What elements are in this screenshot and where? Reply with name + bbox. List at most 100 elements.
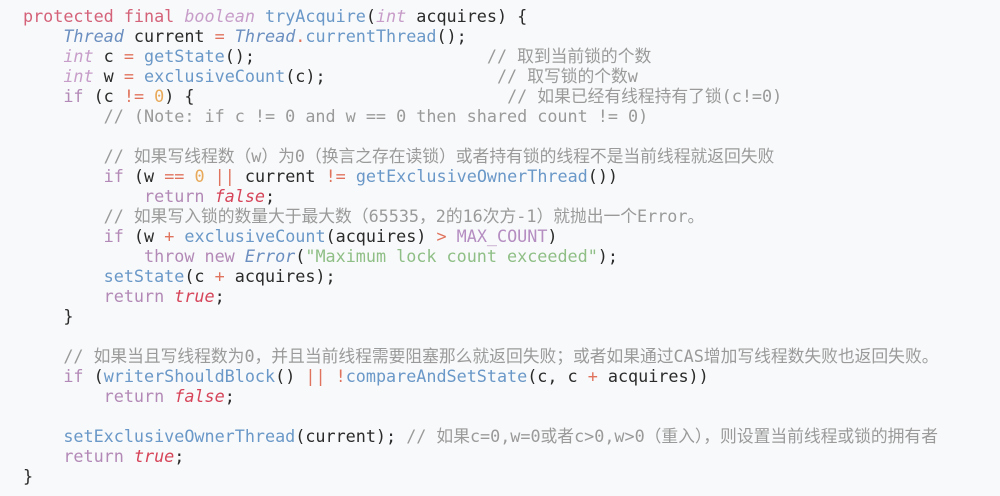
code-token-op: + bbox=[214, 266, 225, 286]
code-token-num: 0 bbox=[194, 166, 205, 186]
code-token-var: ()) bbox=[587, 166, 618, 186]
code-token-op: + bbox=[164, 226, 175, 246]
code-token-fn: tryAcquire bbox=[265, 6, 366, 26]
code-token-var bbox=[23, 386, 104, 406]
code-token-op: = bbox=[123, 46, 134, 66]
code-token-var bbox=[23, 226, 104, 246]
code-token-var: } bbox=[23, 466, 34, 486]
code-token-fn: getState bbox=[144, 46, 225, 66]
code-token-fn: setState bbox=[103, 266, 185, 286]
code-token-const: MAX_COUNT bbox=[456, 226, 548, 246]
code-token-fn: currentThread bbox=[305, 26, 437, 46]
code-line: setExclusiveOwnerThread(current); // 如果c… bbox=[23, 426, 938, 446]
code-token-bool: true bbox=[174, 286, 215, 306]
code-token-var bbox=[23, 426, 63, 446]
code-token-var: (w bbox=[123, 166, 165, 186]
code-token-cmt: // 取到当前锁的个数 bbox=[486, 46, 652, 66]
code-line: return true; bbox=[23, 286, 938, 306]
code-token-var: acquires)) bbox=[597, 366, 709, 386]
code-token-var: w bbox=[93, 66, 124, 86]
code-token-var: ) bbox=[547, 226, 558, 246]
code-line bbox=[23, 126, 938, 146]
code-token-str: "Maximum lock count exceeded" bbox=[305, 246, 598, 266]
code-line: if (c != 0) { // 如果已经有线程持有了锁(c!=0) bbox=[23, 86, 938, 106]
code-line: Thread current = Thread.currentThread(); bbox=[23, 26, 938, 46]
code-token-kw: protected final bbox=[23, 6, 185, 26]
code-token-var bbox=[23, 26, 63, 46]
code-token-var bbox=[235, 246, 245, 266]
code-token-var: (); bbox=[224, 46, 255, 66]
code-line: } bbox=[23, 306, 938, 326]
code-token-var bbox=[23, 206, 104, 226]
code-token-var bbox=[23, 46, 63, 66]
code-token-op: || bbox=[305, 366, 326, 386]
code-token-var: () bbox=[275, 366, 306, 386]
code-token-var: current bbox=[123, 26, 215, 46]
code-token-var bbox=[23, 106, 104, 126]
code-token-op: = bbox=[123, 66, 134, 86]
code-token-var: (c bbox=[184, 266, 215, 286]
code-token-bool: true bbox=[133, 446, 175, 466]
code-token-fn: exclusiveCount bbox=[144, 66, 286, 86]
code-line: // 如果当且写线程数为0，并且当前线程需要阻塞那么就返回失败；或者如果通过CA… bbox=[23, 346, 938, 366]
code-token-var: ) { bbox=[164, 86, 195, 106]
code-token-op: ! bbox=[335, 366, 346, 386]
code-token-var: ( bbox=[295, 246, 306, 266]
code-token-var: acquires) { bbox=[406, 6, 528, 26]
code-line: setState(c + acquires); bbox=[23, 266, 938, 286]
code-token-var: c bbox=[93, 46, 124, 66]
code-line: // (Note: if c != 0 and w == 0 then shar… bbox=[23, 106, 938, 126]
code-token-var bbox=[23, 246, 144, 266]
code-line: // 如果写线程数（w）为0（换言之存在读锁）或者持有锁的线程不是当前线程就返回… bbox=[23, 146, 938, 166]
code-token-cmt: // 如果当且写线程数为0，并且当前线程需要阻塞那么就返回失败；或者如果通过CA… bbox=[63, 346, 939, 366]
code-token-var: ; bbox=[214, 286, 225, 306]
code-token-fn: exclusiveCount bbox=[184, 226, 326, 246]
code-token-var bbox=[134, 46, 144, 66]
code-token-var: ; bbox=[265, 186, 276, 206]
code-token-num: 0 bbox=[154, 86, 165, 106]
code-token-op: = bbox=[214, 26, 225, 46]
code-token-var: } bbox=[23, 306, 74, 326]
code-token-ctl: if bbox=[103, 166, 124, 186]
code-line bbox=[23, 406, 938, 426]
code-token-var bbox=[205, 166, 215, 186]
code-token-var: (acquires) bbox=[325, 226, 437, 246]
code-token-var: current bbox=[234, 166, 326, 186]
code-token-var: ); bbox=[597, 246, 618, 266]
code-token-var: (c, c bbox=[527, 366, 588, 386]
code-token-fn: writerShouldBlock bbox=[103, 366, 276, 386]
code-token-op: || bbox=[214, 166, 235, 186]
code-token-op: != bbox=[123, 86, 145, 106]
code-token-var bbox=[23, 446, 63, 466]
code-token-op: == bbox=[164, 166, 185, 186]
code-token-var bbox=[23, 266, 104, 286]
code-token-var bbox=[23, 286, 104, 306]
code-token-ctl: return bbox=[103, 386, 165, 406]
code-token-var bbox=[164, 386, 174, 406]
code-token-var bbox=[205, 186, 215, 206]
code-token-ctl: throw new bbox=[144, 246, 235, 266]
code-token-op: + bbox=[587, 366, 598, 386]
code-token-type: Error bbox=[244, 246, 296, 266]
code-line: return false; bbox=[23, 386, 938, 406]
code-token-cmt: // (Note: if c != 0 and w == 0 then shar… bbox=[103, 106, 649, 126]
code-token-var: (c); bbox=[285, 66, 326, 86]
code-token-var bbox=[23, 366, 63, 386]
code-token-prim: int bbox=[63, 66, 94, 86]
code-line: if (w + exclusiveCount(acquires) > MAX_C… bbox=[23, 226, 938, 246]
code-token-op: . bbox=[295, 26, 306, 46]
code-token-var bbox=[326, 366, 336, 386]
code-token-fn: getExclusiveOwnerThread bbox=[355, 166, 588, 186]
code-token-var bbox=[346, 166, 356, 186]
code-line bbox=[23, 326, 938, 346]
code-token-var bbox=[255, 46, 487, 66]
code-token-bool: false bbox=[174, 386, 225, 406]
code-token-prim: boolean bbox=[184, 6, 255, 26]
code-line: int c = getState(); // 取到当前锁的个数 bbox=[23, 46, 938, 66]
code-token-var bbox=[326, 66, 497, 86]
code-token-ctl: return bbox=[144, 186, 205, 206]
code-token-cmt: // 如果写入锁的数量大于最大数（65535，2的16次方-1）就抛出一个Err… bbox=[103, 206, 705, 226]
code-line: // 如果写入锁的数量大于最大数（65535，2的16次方-1）就抛出一个Err… bbox=[23, 206, 938, 226]
code-token-ctl: if bbox=[63, 86, 84, 106]
code-token-prim: int bbox=[375, 6, 407, 26]
